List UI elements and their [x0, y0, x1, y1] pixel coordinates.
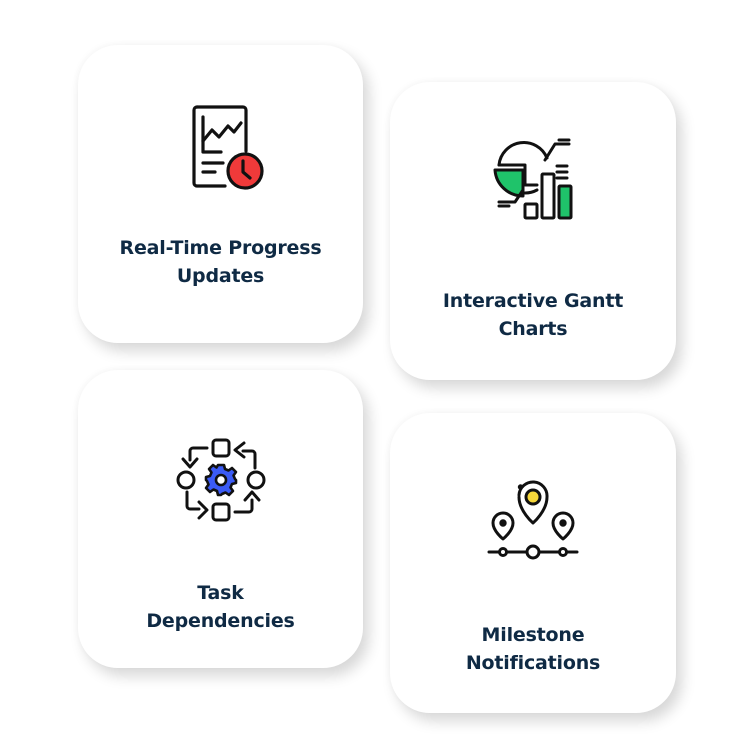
- feature-title-line: Real-Time Progress: [119, 237, 322, 259]
- feature-card-milestone-notifications: Milestone Notifications: [390, 413, 676, 713]
- feature-title-line: Dependencies: [146, 610, 295, 632]
- feature-title-line: Charts: [498, 318, 568, 340]
- feature-card-task-dependencies: Task Dependencies: [78, 370, 363, 668]
- feature-title: Real-Time Progress Updates: [78, 234, 363, 290]
- milestone-pins-icon: [485, 473, 581, 569]
- feature-title-line: Updates: [176, 265, 265, 287]
- progress-report-clock-icon: [173, 97, 269, 193]
- feature-card-real-time-progress: Real-Time Progress Updates: [78, 45, 363, 343]
- feature-title: Task Dependencies: [78, 579, 363, 635]
- feature-title: Milestone Notifications: [390, 621, 676, 677]
- feature-title-line: Notifications: [465, 652, 601, 674]
- gantt-chart-icon: [485, 130, 581, 226]
- feature-title-line: Interactive Gantt: [442, 290, 624, 312]
- feature-title-line: Task: [197, 582, 244, 604]
- feature-card-gantt-charts: Interactive Gantt Charts: [390, 82, 676, 380]
- feature-title: Interactive Gantt Charts: [390, 287, 676, 343]
- feature-title-line: Milestone: [481, 624, 585, 646]
- task-dependencies-gear-icon: [173, 432, 269, 528]
